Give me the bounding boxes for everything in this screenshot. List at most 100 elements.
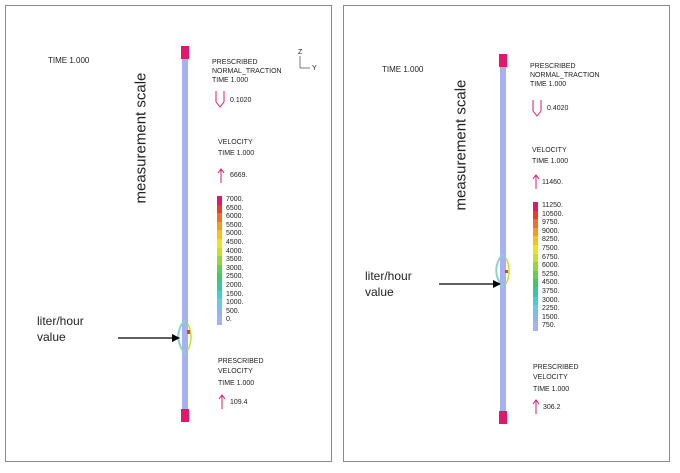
- axis-y-label: Y: [312, 65, 317, 72]
- velocity-colorbar: [533, 202, 538, 331]
- colorbar-tick-label: 2000.: [226, 282, 244, 289]
- colorbar-tick-label: 1000.: [226, 299, 244, 307]
- colorbar-tick-label: 5250.: [542, 270, 560, 278]
- callout-line-2: value: [365, 285, 394, 299]
- colorbar-tick-label: 500.: [226, 307, 240, 315]
- colorbar-segment: [217, 221, 222, 231]
- velocity-legend-title: VELOCITY TIME 1.000: [532, 145, 568, 167]
- pipe-bottom-cap: [181, 409, 189, 422]
- traction-legend: PRESCRIBED NORMAL_TRACTION TIME 1.000: [212, 58, 282, 85]
- velocity-colorbar: [217, 196, 222, 325]
- prescribed-velocity-time: TIME 1.000: [533, 386, 570, 393]
- colorbar-segment: [533, 262, 538, 271]
- callout-line-1: liter/hour: [37, 314, 84, 328]
- pipe-column: [182, 59, 188, 409]
- time-label: TIME 1.000: [382, 65, 424, 74]
- right-simulation-panel: TIME 1.000 measurement scale liter/hour …: [343, 5, 670, 462]
- colorbar-tick-label: 5500.: [226, 221, 244, 229]
- colorbar-tick-label: 8250.: [542, 236, 560, 244]
- velocity-title: VELOCITY: [532, 147, 567, 154]
- callout-arrow: [118, 334, 180, 342]
- velocity-title: VELOCITY: [218, 139, 253, 146]
- prescribed-velocity-legend: PRESCRIBED VELOCITY TIME 1.000: [533, 363, 579, 395]
- colorbar-tick-label: 750.: [542, 322, 556, 330]
- pipe-column: [500, 67, 506, 411]
- colorbar-segment: [533, 202, 538, 211]
- callout-label: liter/hour value: [37, 313, 84, 345]
- pipe-bottom-cap: [499, 411, 507, 424]
- traction-time: TIME 1.000: [530, 81, 567, 88]
- colorbar-segment: [217, 273, 222, 282]
- colorbar-segment: [533, 253, 538, 263]
- traction-arrow-icon: [215, 91, 225, 108]
- colorbar-segment: [533, 210, 538, 220]
- traction-title-1: PRESCRIBED: [212, 59, 258, 66]
- colorbar-tick-label: 6500.: [226, 204, 244, 212]
- pipe-top-cap: [499, 54, 507, 67]
- colorbar-tick-label: 11250.: [542, 202, 563, 209]
- flow-disturbance: [177, 319, 192, 355]
- colorbar-tick-label: 1500.: [226, 290, 244, 298]
- colorbar-tick-label: 5000.: [226, 230, 244, 238]
- colorbar-tick-label: 4500.: [542, 279, 560, 287]
- callout-line-2: value: [37, 330, 66, 344]
- traction-value: 0.1020: [230, 97, 252, 104]
- velocity-max-value: 11460.: [542, 179, 563, 186]
- prescribed-velocity-value: 306.2: [543, 404, 561, 411]
- callout-line-1: liter/hour: [365, 269, 412, 283]
- colorbar-segment: [217, 204, 222, 214]
- velocity-arrow-icon: [217, 168, 225, 183]
- prescribed-velocity-legend: PRESCRIBED VELOCITY TIME 1.000: [218, 357, 264, 389]
- colorbar-segment: [533, 227, 538, 237]
- colorbar-tick-label: 3750.: [542, 288, 560, 295]
- colorbar-segment: [217, 230, 222, 239]
- colorbar-tick-label: 6750.: [542, 253, 560, 261]
- traction-title-2: NORMAL_TRACTION: [212, 68, 282, 75]
- colorbar-segment: [217, 196, 222, 205]
- prescribed-velocity-time: TIME 1.000: [218, 380, 255, 387]
- traction-time: TIME 1.000: [212, 77, 249, 84]
- colorbar-tick-label: 1500.: [542, 313, 560, 321]
- axis-triad: [299, 56, 310, 69]
- flow-disturbance: [495, 253, 510, 289]
- velocity-max-value: 6669.: [230, 172, 248, 179]
- prescribed-velocity-title-2: VELOCITY: [218, 368, 253, 375]
- colorbar-segment: [533, 219, 538, 228]
- colorbar-segment: [533, 279, 538, 288]
- colorbar-tick-label: 3000.: [226, 264, 244, 272]
- prescribed-velocity-title-2: VELOCITY: [533, 374, 568, 381]
- prescribed-velocity-arrow-icon: [218, 394, 226, 409]
- colorbar-tick-label: 7500.: [542, 245, 560, 252]
- prescribed-velocity-arrow-icon: [532, 399, 540, 414]
- colorbar-tick-label: 2250.: [542, 305, 560, 313]
- velocity-time: TIME 1.000: [218, 150, 255, 157]
- colorbar-segment: [217, 316, 222, 325]
- measurement-scale-label: measurement scale: [452, 79, 470, 211]
- colorbar-tick-label: 2500.: [226, 273, 244, 281]
- colorbar-tick-label: 6000.: [542, 262, 560, 270]
- colorbar-tick-label: 7000.: [226, 196, 244, 203]
- colorbar-segment: [217, 290, 222, 300]
- colorbar-segment: [533, 287, 538, 297]
- callout-label: liter/hour value: [365, 268, 412, 300]
- colorbar-segment: [533, 322, 538, 331]
- colorbar-segment: [217, 213, 222, 222]
- time-label: TIME 1.000: [48, 56, 90, 65]
- colorbar-tick-label: 4000.: [226, 247, 244, 255]
- measurement-scale-label: measurement scale: [132, 72, 150, 204]
- colorbar-tick-label: 0.: [226, 316, 232, 324]
- velocity-time: TIME 1.000: [532, 158, 569, 165]
- colorbar-tick-label: 9000.: [542, 227, 560, 235]
- colorbar-tick-label: 3500.: [226, 256, 244, 264]
- colorbar-segment: [217, 264, 222, 274]
- colorbar-segment: [533, 236, 538, 245]
- traction-value: 0.4020: [547, 105, 569, 112]
- prescribed-velocity-value: 109.4: [230, 399, 248, 406]
- colorbar-segment: [533, 313, 538, 323]
- colorbar-segment: [217, 299, 222, 308]
- colorbar-tick-label: 6000.: [226, 213, 244, 221]
- colorbar-segment: [217, 256, 222, 265]
- traction-title-1: PRESCRIBED: [530, 63, 576, 70]
- axis-z-label: Z: [298, 49, 303, 56]
- traction-title-2: NORMAL_TRACTION: [530, 72, 600, 79]
